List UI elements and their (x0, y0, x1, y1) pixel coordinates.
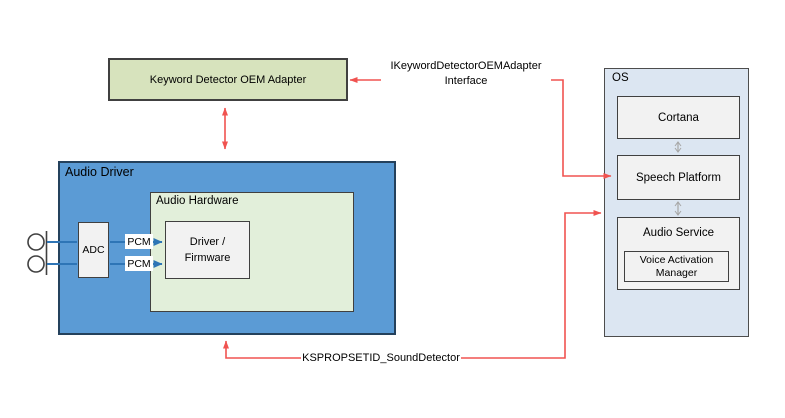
audio-driver-label: Audio Driver (65, 165, 134, 179)
audio-service-box: Audio Service Voice Activation Manager (617, 217, 740, 290)
audio-hardware-label: Audio Hardware (156, 195, 239, 207)
audio-service-label: Audio Service (643, 227, 714, 239)
voice-activation-manager-label: Voice Activation Manager (639, 253, 714, 279)
microphone-icon (27, 231, 48, 253)
interface-connector-label: IKeywordDetectorOEMAdapter Interface (381, 59, 551, 89)
voice-activation-manager-box: Voice Activation Manager (624, 251, 729, 282)
cortana-label: Cortana (658, 111, 699, 124)
microphone-icon (27, 253, 48, 275)
driver-firmware-box: Driver / Firmware (165, 221, 250, 279)
adc-label: ADC (82, 244, 105, 256)
adc-box: ADC (78, 222, 109, 278)
speech-platform-box: Speech Platform (617, 155, 740, 200)
os-label: OS (612, 72, 629, 84)
cortana-box: Cortana (617, 96, 740, 139)
oem-adapter-box: Keyword Detector OEM Adapter (108, 58, 348, 101)
pcm-label-bottom: PCM (125, 256, 153, 271)
pcm-label-top: PCM (125, 234, 153, 249)
driver-firmware-label: Driver / Firmware (184, 236, 231, 264)
oem-adapter-label: Keyword Detector OEM Adapter (149, 73, 307, 86)
speech-platform-label: Speech Platform (635, 171, 721, 184)
ksprop-connector-label: KSPROPSETID_SoundDetector (301, 351, 461, 366)
